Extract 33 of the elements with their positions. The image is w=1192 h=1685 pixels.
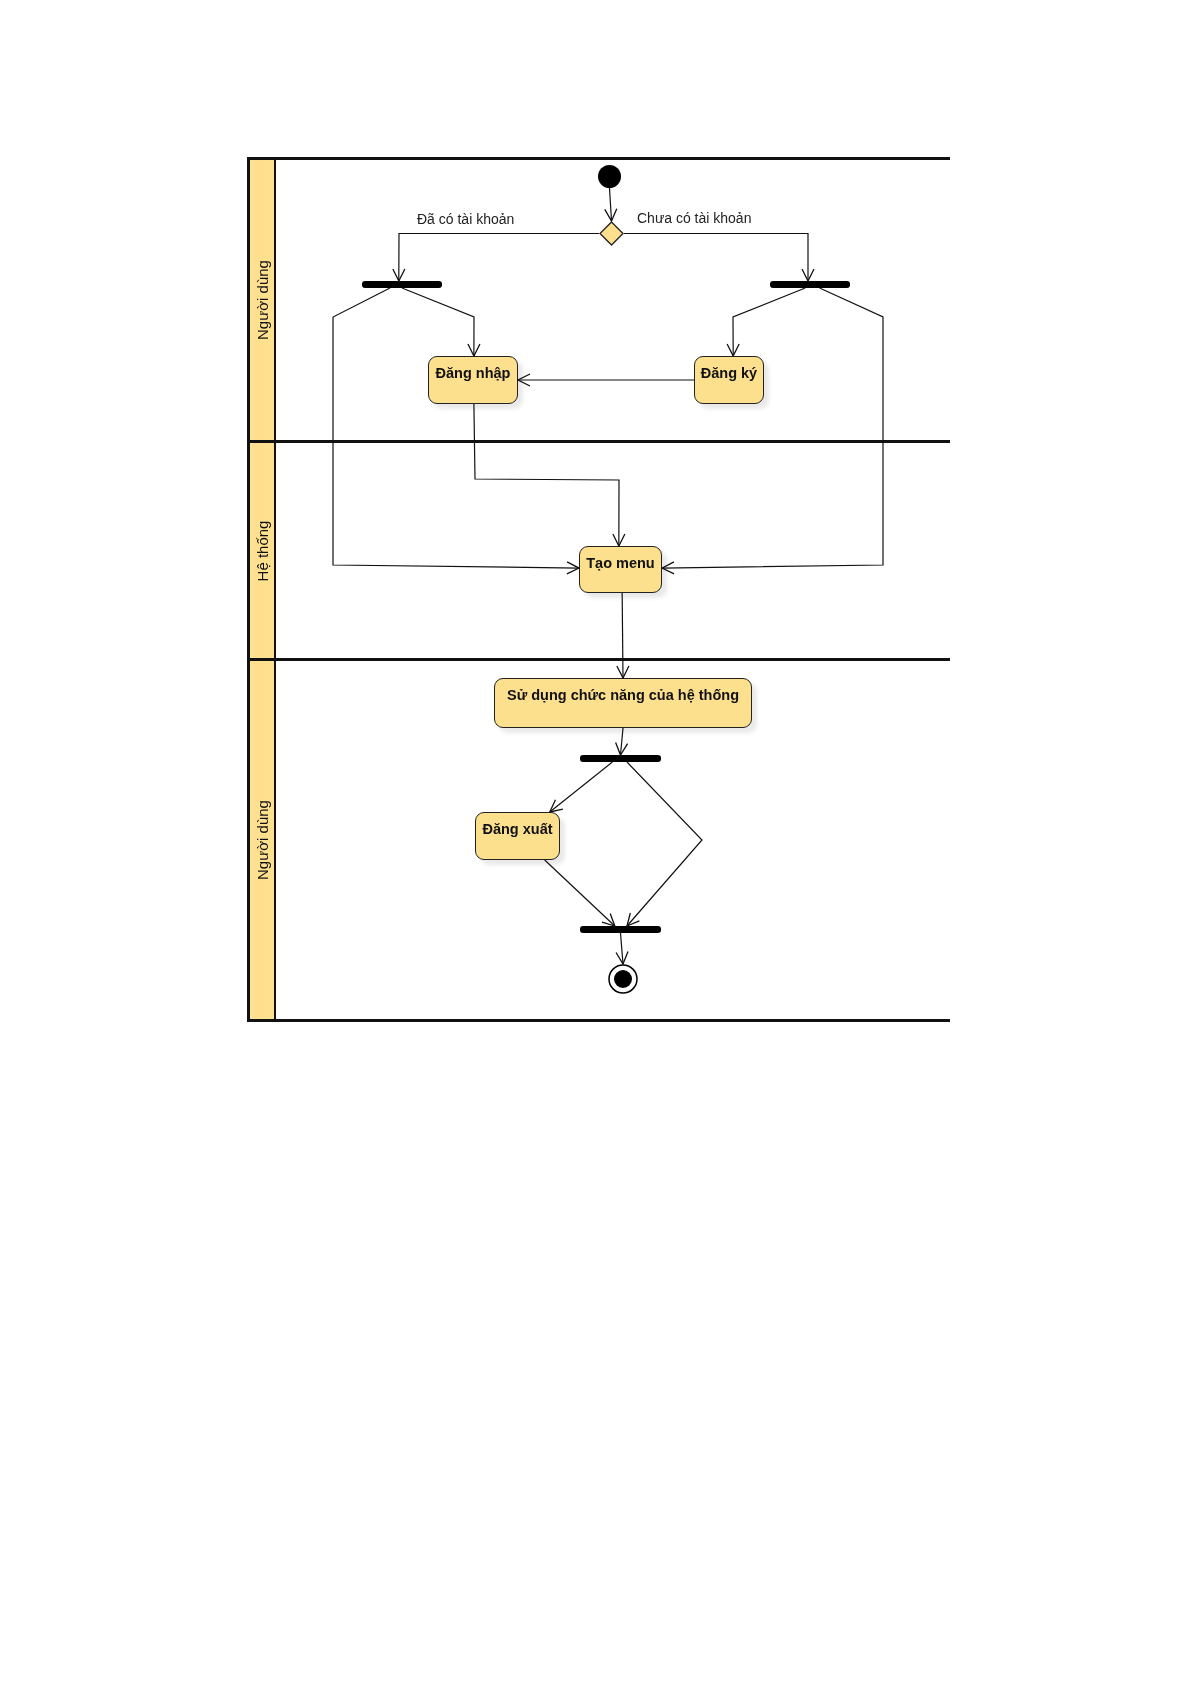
control-flow-arrow bbox=[615, 727, 629, 756]
final-node bbox=[608, 964, 638, 994]
control-flow-arrow bbox=[726, 287, 806, 357]
control-flow-arrow bbox=[615, 932, 629, 965]
control-flow-arrow bbox=[401, 287, 481, 357]
activity-box: Đăng ký bbox=[694, 356, 764, 404]
lane-label: Hệ thống bbox=[253, 520, 271, 581]
decision-diamond bbox=[599, 221, 624, 246]
control-flow-arrow bbox=[544, 859, 616, 927]
control-flow-arrow bbox=[616, 592, 630, 679]
control-flow-arrow bbox=[604, 187, 618, 222]
initial-node bbox=[598, 165, 621, 188]
control-flow-arrow bbox=[623, 232, 815, 282]
lane-label: Người dùng bbox=[253, 800, 271, 880]
control-flow-arrow bbox=[392, 232, 600, 282]
lane-label: Người dùng bbox=[253, 260, 271, 340]
control-flow-arrow bbox=[626, 761, 703, 927]
activity-box: Tạo menu bbox=[579, 546, 662, 593]
activity-box: Đăng nhập bbox=[428, 356, 518, 404]
control-flow-arrow bbox=[473, 403, 626, 547]
control-flow-arrow bbox=[517, 373, 695, 387]
control-flow-arrow bbox=[332, 287, 580, 575]
control-flow-arrow bbox=[549, 761, 613, 813]
guard-label: Đã có tài khoản bbox=[415, 211, 517, 227]
fork-bar bbox=[362, 281, 442, 288]
fork-bar bbox=[580, 755, 661, 762]
fork-bar bbox=[580, 926, 661, 933]
swimlane bbox=[247, 658, 950, 1022]
activity-box: Đăng xuất bbox=[475, 812, 560, 860]
guard-label: Chưa có tài khoản bbox=[635, 210, 754, 226]
control-flow-arrow bbox=[661, 287, 884, 575]
activity-box: Sử dụng chức năng của hệ thống bbox=[494, 678, 752, 728]
fork-bar bbox=[770, 281, 850, 288]
